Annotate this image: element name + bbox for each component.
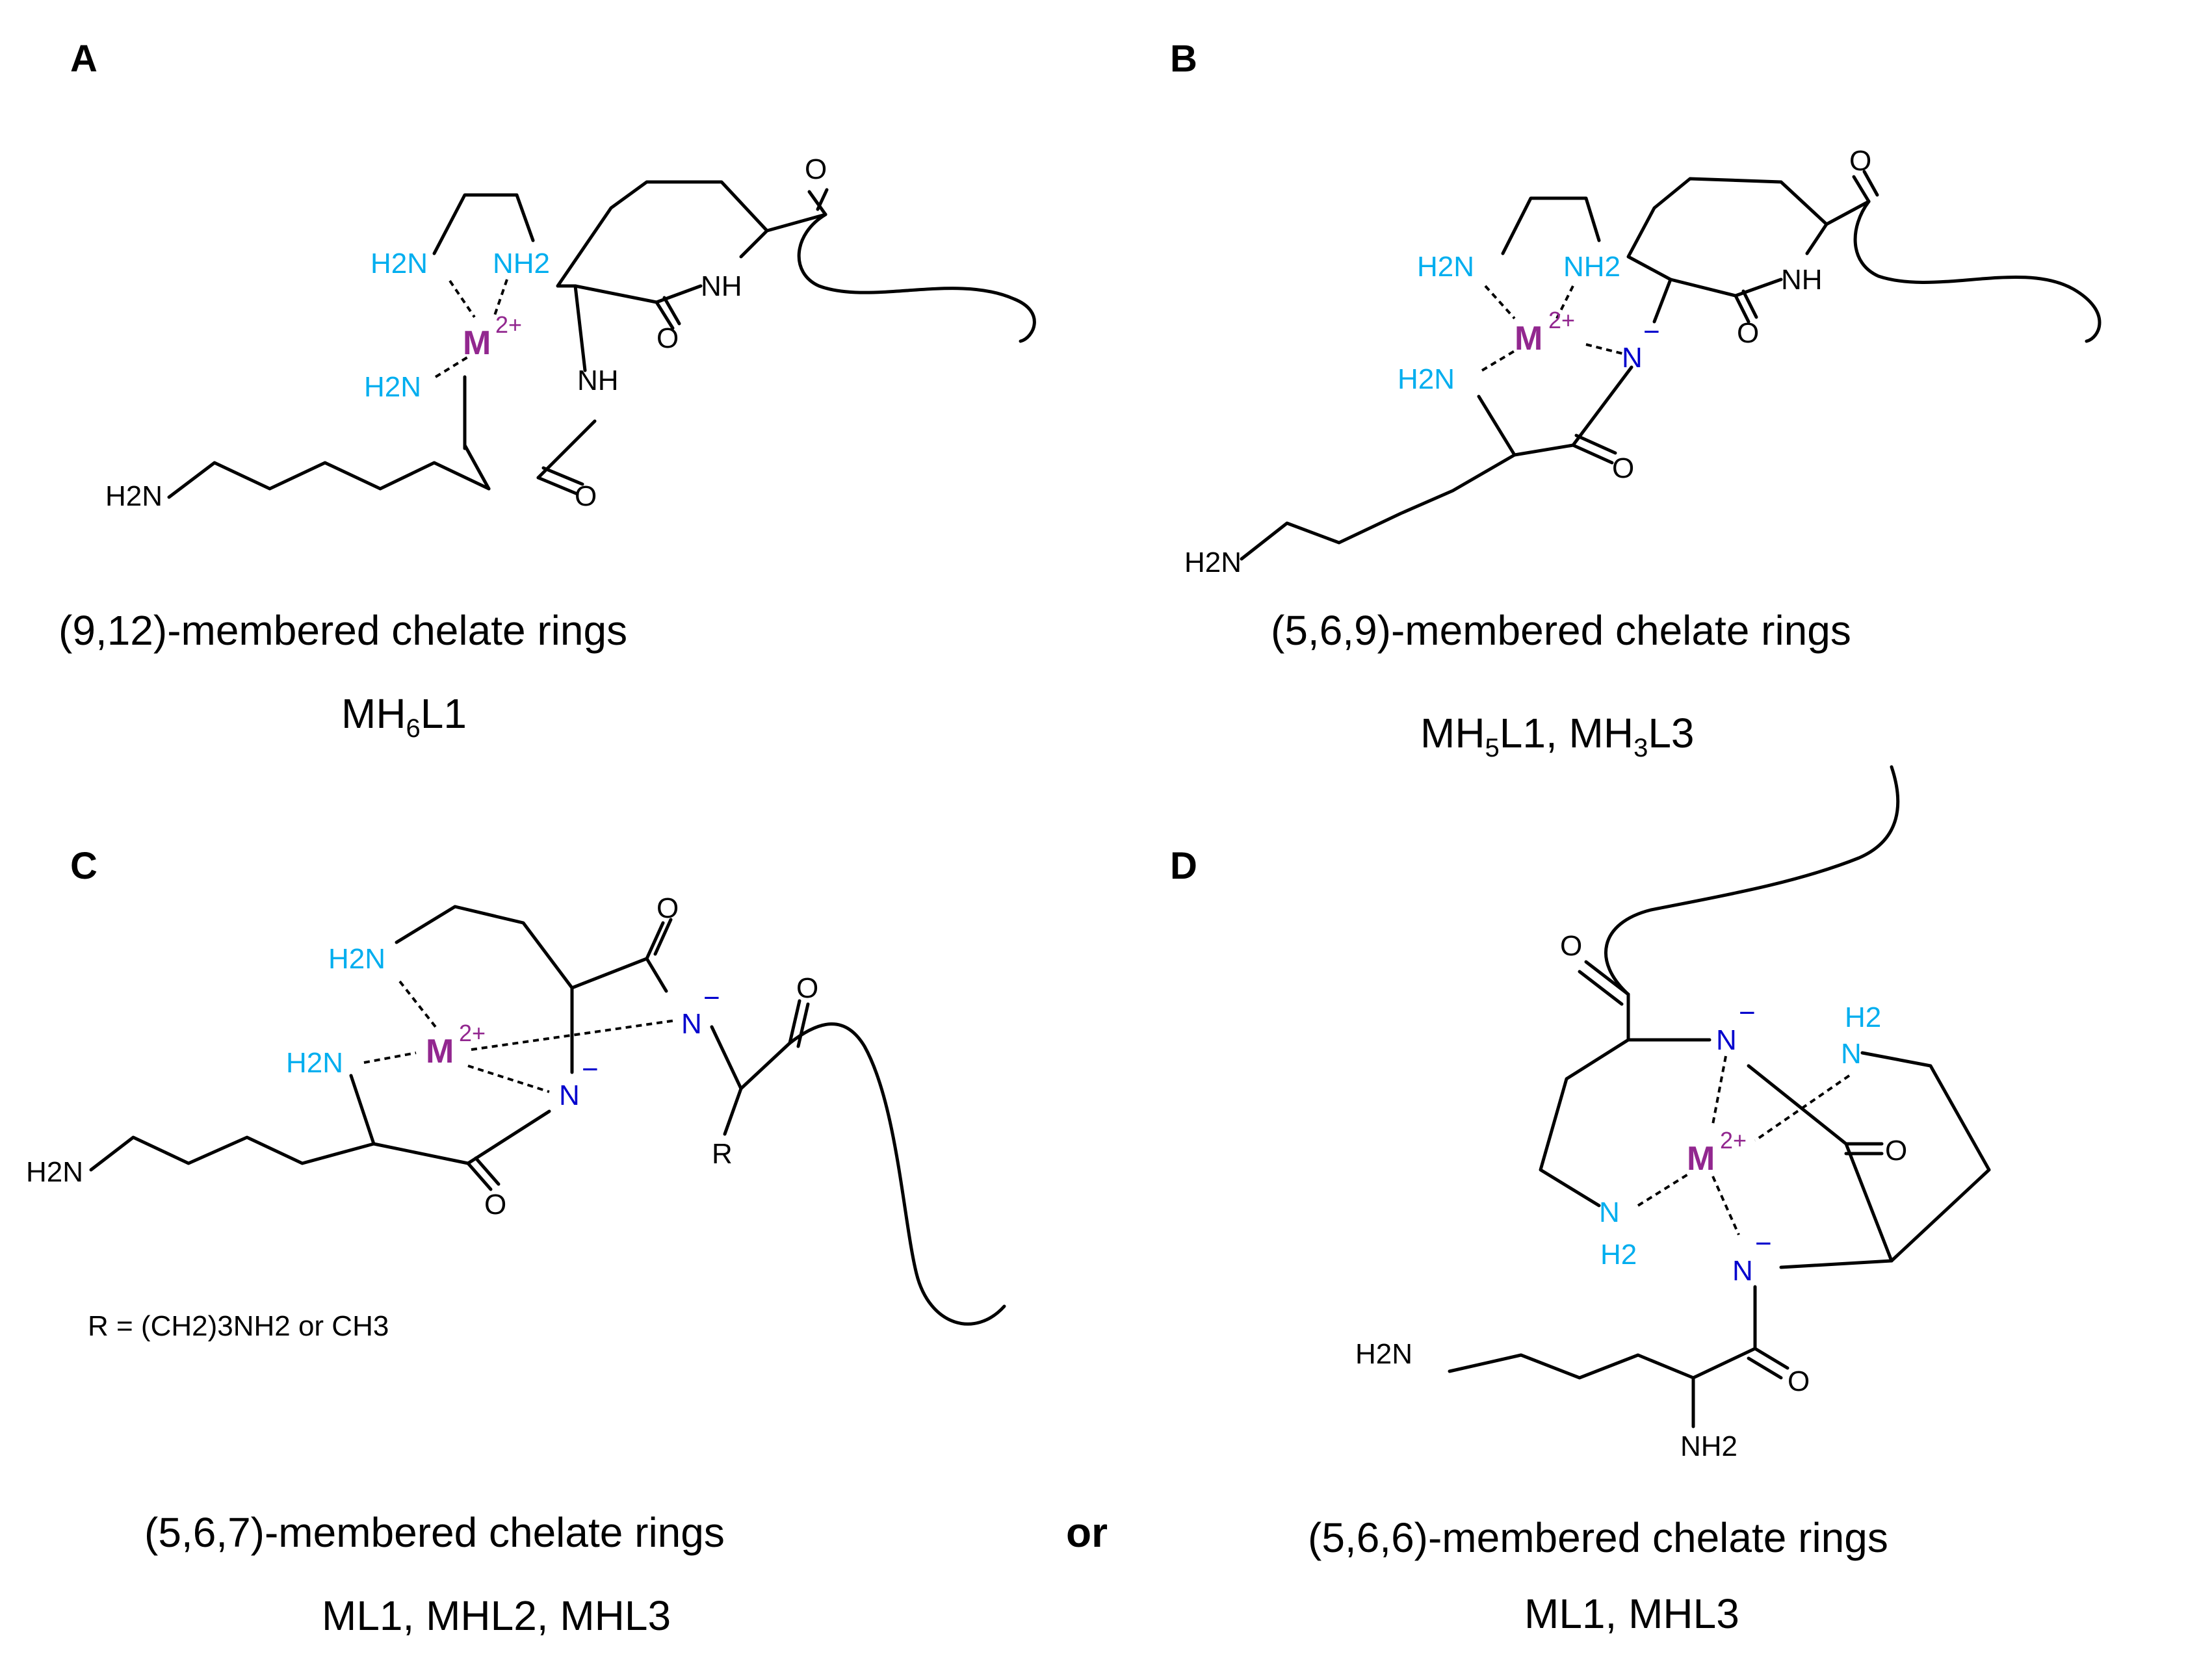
b-o-ring: O (1737, 317, 1759, 349)
panel-b-bonds (1240, 170, 2101, 561)
a-species: MH6L1 (341, 690, 467, 743)
panel-a: A H2N NH2 H2N M (59, 38, 1036, 743)
b-metal-charge: 2+ (1548, 307, 1575, 333)
b-nh-ring: NH (1781, 264, 1823, 296)
panel-a-coordination (434, 279, 508, 378)
d-caption-rings: (5,6,6)-membered chelate rings (1308, 1514, 1888, 1561)
c-metal: M (426, 1033, 454, 1070)
b-caption-rings: (5,6,9)-membered chelate rings (1271, 607, 1851, 654)
panel-a-bonds (167, 180, 1036, 499)
d-n-minus-upper-charge: − (1739, 997, 1756, 1029)
panel-c-bonds (89, 905, 1006, 1326)
a-o-amide: O (575, 480, 597, 512)
c-species: ML1, MHL2, MHL3 (322, 1592, 671, 1639)
panel-d: D N − N − H2 (1170, 765, 1991, 1637)
a-metal: M (463, 324, 491, 362)
a-h2n-lower: H2N (364, 371, 421, 403)
c-h2n-lower: H2N (286, 1047, 343, 1079)
d-n-bottom: N (1599, 1196, 1620, 1228)
d-n-minus-lower: N (1732, 1255, 1753, 1287)
c-o-right: O (796, 972, 818, 1004)
panel-d-letter: D (1170, 845, 1197, 887)
d-metal-charge: 2+ (1720, 1127, 1747, 1154)
a-nh-ring: NH (701, 270, 742, 302)
c-metal-charge: 2+ (459, 1020, 486, 1046)
b-h2n-lower: H2N (1398, 363, 1455, 395)
a-o-top: O (805, 153, 827, 185)
c-h2n-upper: H2N (328, 943, 385, 975)
panel-d-bonds (1448, 765, 1991, 1428)
d-h2-top: H2 (1845, 1001, 1881, 1033)
c-n-minus-lower: N (559, 1079, 580, 1111)
b-metal: M (1515, 320, 1542, 357)
a-nh2-right: NH2 (493, 248, 550, 279)
d-species: ML1, MHL3 (1524, 1590, 1739, 1637)
c-h2n-tail: H2N (26, 1156, 83, 1188)
a-caption-rings: (9,12)-membered chelate rings (59, 607, 627, 654)
d-o-lower: O (1788, 1365, 1810, 1397)
a-o-ring: O (657, 322, 679, 354)
d-nh2-bottom: NH2 (1680, 1430, 1737, 1462)
b-nh2-right: NH2 (1563, 251, 1620, 283)
a-nh-lower: NH (577, 365, 619, 396)
b-o-amide: O (1612, 452, 1634, 484)
d-h2n-tail: H2N (1355, 1338, 1412, 1370)
b-species: MH5L1, MH3L3 (1420, 710, 1695, 762)
a-metal-charge: 2+ (495, 311, 522, 338)
b-h2n-left: H2N (1417, 251, 1474, 283)
d-n-minus-upper: N (1716, 1024, 1737, 1056)
panel-c-coordination (363, 980, 677, 1093)
d-metal: M (1687, 1140, 1715, 1178)
panel-c-letter: C (70, 845, 98, 887)
b-n-minus: N (1622, 342, 1643, 374)
panel-b-coordination (1481, 285, 1626, 372)
c-o-amide: O (484, 1189, 506, 1221)
c-r: R (712, 1138, 733, 1170)
d-h2-bottom: H2 (1600, 1239, 1637, 1271)
b-h2n-tail: H2N (1184, 547, 1242, 578)
panel-b-letter: B (1170, 38, 1197, 80)
b-o-top: O (1849, 145, 1871, 177)
or-label: or (1066, 1509, 1108, 1556)
d-o-top: O (1560, 930, 1582, 962)
panel-c: C H2N H2N M 2+ (26, 845, 1006, 1639)
c-n-minus-upper: N (681, 1008, 702, 1040)
panel-d-coordination (1637, 1055, 1851, 1235)
panel-b: B H2N NH2 H2N M (1170, 38, 2101, 762)
c-n-minus-upper-charge: − (703, 982, 720, 1014)
c-caption-rings: (5,6,7)-membered chelate rings (144, 1509, 725, 1556)
d-n-top: N (1841, 1038, 1862, 1070)
c-n-minus-lower-charge: − (582, 1053, 599, 1085)
c-r-note: R = (CH2)3NH2 or CH3 (88, 1310, 389, 1342)
a-h2n-left: H2N (371, 248, 428, 279)
d-o-right: O (1885, 1135, 1907, 1167)
c-o-top: O (657, 892, 679, 924)
a-h2n-tail: H2N (105, 480, 163, 512)
panel-a-letter: A (70, 38, 98, 80)
b-n-minus-charge: − (1643, 316, 1660, 348)
d-n-minus-lower-charge: − (1755, 1228, 1772, 1260)
